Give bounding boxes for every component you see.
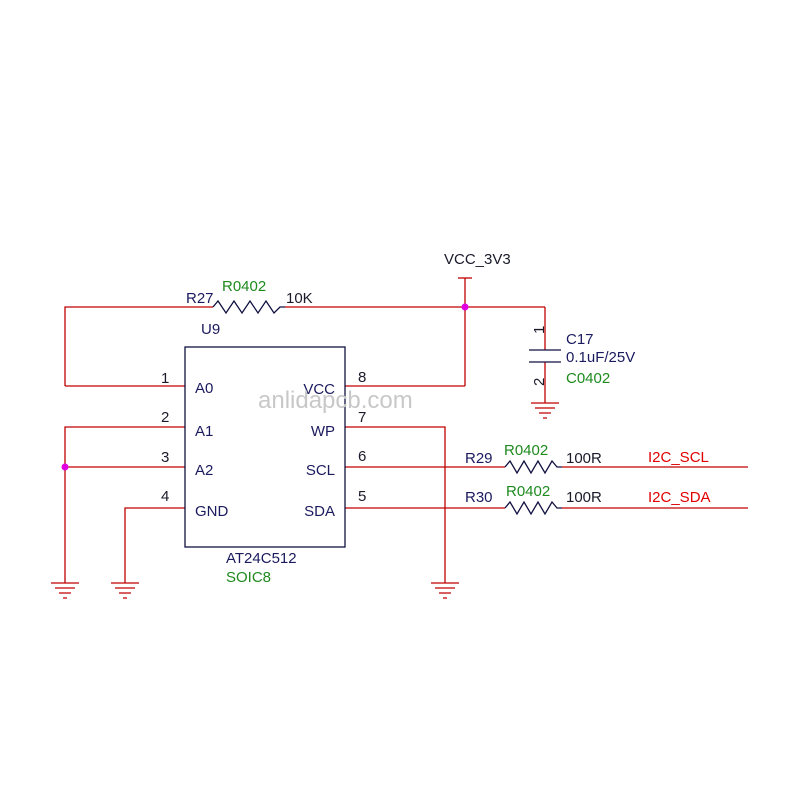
c17-value: 0.1uF/25V <box>566 349 635 366</box>
chip-package: SOIC8 <box>226 569 271 586</box>
pin-3-number: 3 <box>161 449 169 466</box>
r30-footprint: R0402 <box>506 483 550 500</box>
pin-6-name: SCL <box>306 462 335 479</box>
r29-resistor <box>504 459 562 475</box>
junction-vcc <box>461 303 469 311</box>
junction-a1-a2 <box>61 463 69 471</box>
ground-icon-wp <box>431 582 459 599</box>
chip-body <box>184 346 346 548</box>
pin-7-name: WP <box>311 423 335 440</box>
c17-pin-1: 1 <box>531 326 548 334</box>
c17-pin-2: 2 <box>531 378 548 386</box>
gnd-pin-wire <box>124 507 185 583</box>
pin-8-number: 8 <box>358 369 366 386</box>
r27-resistor <box>212 299 285 315</box>
r30-resistor <box>504 500 562 516</box>
pin-7-number: 7 <box>358 409 366 426</box>
chip-part-number: AT24C512 <box>226 550 297 567</box>
ground-icon-gnd-pin <box>111 582 139 599</box>
ground-icon-c17 <box>531 402 559 419</box>
r27-ref: R27 <box>186 290 214 307</box>
ground-icon-a1-a2 <box>51 582 79 599</box>
pin-5-name: SDA <box>304 503 335 520</box>
r27-left-wire <box>64 306 213 386</box>
r29-ref: R29 <box>465 450 493 467</box>
c17-capacitor <box>529 349 561 363</box>
wires <box>64 278 748 583</box>
r27-value: 10K <box>286 290 313 307</box>
r30-ref: R30 <box>465 489 493 506</box>
r29-value: 100R <box>566 450 602 467</box>
pin-6-number: 6 <box>358 448 366 465</box>
pin-2-name: A1 <box>195 423 213 440</box>
pin-1-number: 1 <box>161 370 169 387</box>
r27-footprint: R0402 <box>222 278 266 295</box>
watermark: anlidapcb.com <box>258 387 413 414</box>
pin-3-name: A2 <box>195 462 213 479</box>
net-label-sda: I2C_SDA <box>648 489 711 506</box>
pin-4-name: GND <box>195 503 229 520</box>
a1-wire <box>64 426 185 583</box>
chip-ref: U9 <box>201 321 220 338</box>
pin-1-name: A0 <box>195 380 213 397</box>
wp-wire <box>345 426 446 583</box>
r30-value: 100R <box>566 489 602 506</box>
pin-2-number: 2 <box>161 409 169 426</box>
pin-4-number: 4 <box>161 488 169 505</box>
pin-8-name: VCC <box>303 381 335 398</box>
net-label-scl: I2C_SCL <box>648 449 709 466</box>
pin-5-number: 5 <box>358 488 366 505</box>
r29-footprint: R0402 <box>504 442 548 459</box>
c17-ref: C17 <box>566 331 594 348</box>
c17-footprint: C0402 <box>566 370 610 387</box>
power-net-label: VCC_3V3 <box>444 251 511 268</box>
